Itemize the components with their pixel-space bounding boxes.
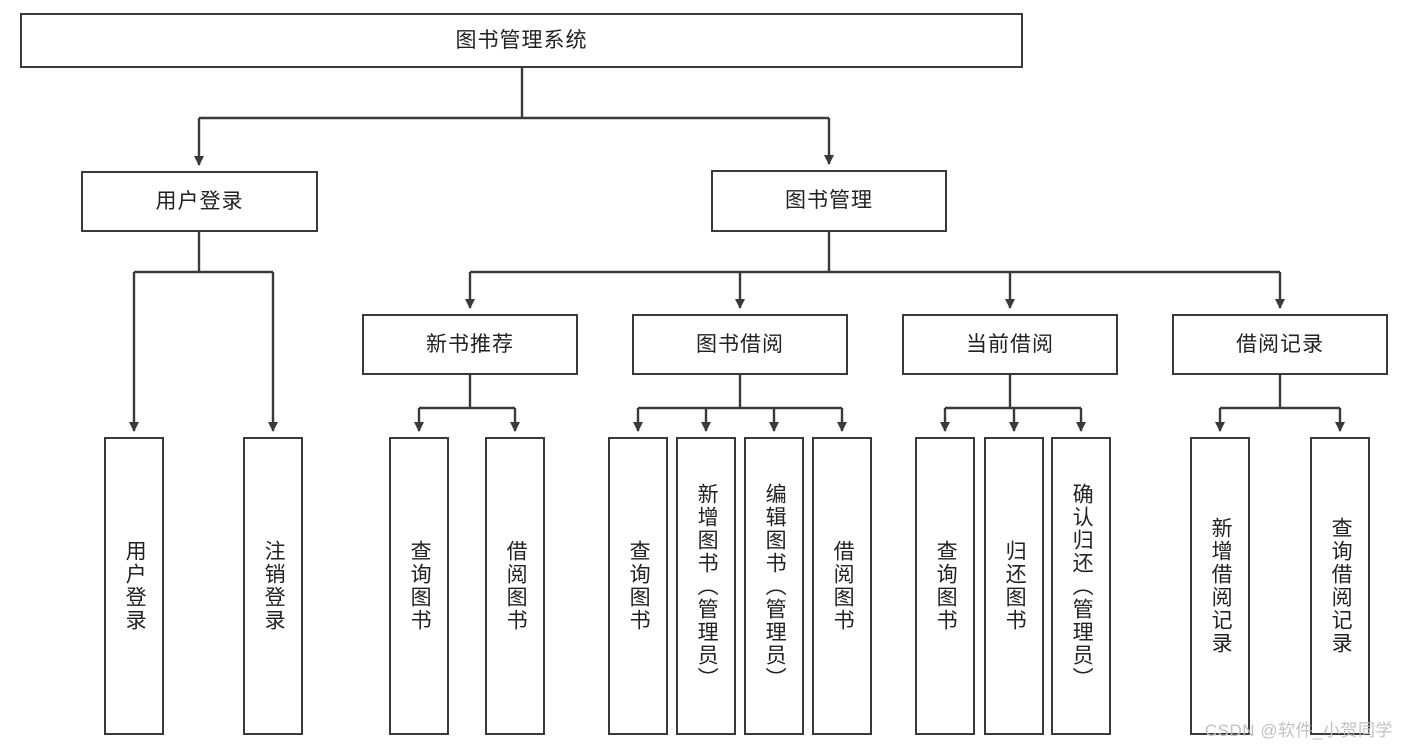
node-book-borrow[interactable]: 图书借阅 xyxy=(632,314,848,375)
node-leaf-add-book[interactable]: 新增图书（管理员） xyxy=(676,437,736,735)
node-leaf-return-book-label: 归还图书 xyxy=(1003,540,1027,632)
node-new-book-rec-label: 新书推荐 xyxy=(426,332,514,356)
node-leaf-confirm-return-label: 确认归还（管理员） xyxy=(1070,482,1094,690)
node-leaf-borrow-book-2-label: 借阅图书 xyxy=(831,540,855,632)
node-user-login[interactable]: 用户登录 xyxy=(81,171,318,232)
node-new-book-rec[interactable]: 新书推荐 xyxy=(362,314,578,375)
node-leaf-query-record[interactable]: 查询借阅记录 xyxy=(1310,437,1370,735)
node-leaf-return-book[interactable]: 归还图书 xyxy=(984,437,1044,735)
node-leaf-edit-book-label: 编辑图书（管理员） xyxy=(763,482,787,690)
node-leaf-query-book-2[interactable]: 查询图书 xyxy=(608,437,668,735)
node-leaf-add-record-label: 新增借阅记录 xyxy=(1209,517,1233,655)
node-book-borrow-label: 图书借阅 xyxy=(696,332,784,356)
node-book-manage[interactable]: 图书管理 xyxy=(711,170,947,232)
node-leaf-edit-book[interactable]: 编辑图书（管理员） xyxy=(744,437,804,735)
node-leaf-query-book-3-label: 查询图书 xyxy=(934,540,958,632)
node-user-login-label: 用户登录 xyxy=(155,189,244,213)
node-root[interactable]: 图书管理系统 xyxy=(20,13,1023,68)
node-leaf-query-book-2-label: 查询图书 xyxy=(627,540,651,632)
node-leaf-borrow-book-1[interactable]: 借阅图书 xyxy=(485,437,545,735)
node-leaf-query-book-1-label: 查询图书 xyxy=(408,540,432,632)
node-leaf-logout[interactable]: 注销登录 xyxy=(243,437,303,735)
node-borrow-record[interactable]: 借阅记录 xyxy=(1172,314,1388,375)
node-leaf-borrow-book-2[interactable]: 借阅图书 xyxy=(812,437,872,735)
node-book-manage-label: 图书管理 xyxy=(785,189,873,213)
node-leaf-user-login-label: 用户登录 xyxy=(123,540,147,632)
node-current-borrow[interactable]: 当前借阅 xyxy=(902,314,1118,375)
node-root-label: 图书管理系统 xyxy=(455,28,588,52)
node-leaf-add-book-label: 新增图书（管理员） xyxy=(695,482,719,690)
watermark-text: CSDN @软件_小贺同学 xyxy=(1204,721,1393,740)
node-leaf-user-login[interactable]: 用户登录 xyxy=(104,437,164,735)
node-leaf-confirm-return[interactable]: 确认归还（管理员） xyxy=(1051,437,1111,735)
node-leaf-query-book-1[interactable]: 查询图书 xyxy=(389,437,449,735)
node-borrow-record-label: 借阅记录 xyxy=(1236,332,1324,356)
node-leaf-query-book-3[interactable]: 查询图书 xyxy=(915,437,975,735)
node-leaf-add-record[interactable]: 新增借阅记录 xyxy=(1190,437,1250,735)
node-leaf-logout-label: 注销登录 xyxy=(262,540,286,632)
node-leaf-query-record-label: 查询借阅记录 xyxy=(1329,517,1353,655)
node-leaf-borrow-book-1-label: 借阅图书 xyxy=(504,540,528,632)
node-current-borrow-label: 当前借阅 xyxy=(966,332,1054,356)
